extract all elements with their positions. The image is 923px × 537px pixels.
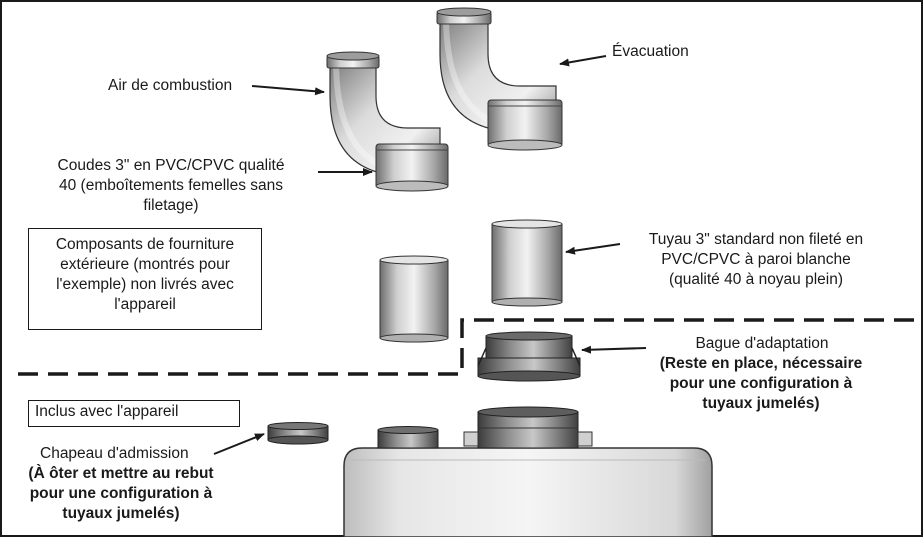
straight-pipe-left (379, 255, 449, 343)
intake-note-line-3: tuyaux jumelés) (62, 505, 180, 522)
label-adapter-ring: Bague d'adaptation (695, 335, 829, 352)
label-elbows: Coudes 3" en PVC/CPVC qualité 40 (emboît… (30, 156, 312, 216)
arrow-intake-cap (213, 433, 265, 455)
straight-pipe-right (491, 219, 563, 307)
intake-note-line-2: pour une configuration à (29, 485, 213, 502)
adapter-note-line-1: (Reste en place, nécessaire (659, 355, 863, 372)
arrow-pipe (565, 243, 621, 255)
label-elbows-line-3: filetage) (143, 197, 199, 214)
label-intake-cap: Chapeau d'admission (40, 445, 189, 462)
included-box: Inclus avec l'appareil (28, 400, 240, 427)
field-supplied-line-2: extérieure (montrés pour (60, 256, 230, 273)
arrow-combustion-air (251, 85, 325, 96)
exhaust-elbow (436, 7, 563, 151)
water-heater-unit (343, 406, 713, 537)
label-pipe-line-3: (qualité 40 à noyau plein) (668, 271, 844, 288)
label-combustion-air: Air de combustion (108, 77, 233, 94)
intake-cap (267, 422, 329, 445)
field-supplied-box: Composants de fourniture extérieure (mon… (28, 228, 262, 330)
label-pipe-line-2: PVC/CPVC à paroi blanche (661, 251, 851, 268)
label-exhaust: Évacuation (612, 43, 689, 60)
label-adapter-note: (Reste en place, nécessaire pour une con… (632, 354, 890, 414)
field-supplied-line-4: l'appareil (114, 296, 176, 313)
arrow-adapter-ring (581, 345, 647, 354)
label-pipe-line-1: Tuyau 3" standard non fileté en (648, 231, 864, 248)
label-elbows-line-1: Coudes 3" en PVC/CPVC qualité (57, 157, 285, 174)
adapter-ring (477, 331, 581, 382)
label-elbows-line-2: 40 (emboîtements femelles sans (59, 177, 283, 194)
boundary-dashed-line (18, 318, 916, 376)
arrow-exhaust (559, 55, 607, 67)
intake-note-line-1: (À ôter et mettre au rebut (28, 465, 214, 482)
field-supplied-line-3: l'exemple) non livrés avec (56, 276, 234, 293)
adapter-note-line-3: tuyaux jumelés) (702, 395, 820, 412)
adapter-note-line-2: pour une configuration à (669, 375, 853, 392)
label-intake-note: (À ôter et mettre au rebut pour une conf… (8, 464, 234, 524)
field-supplied-line-1: Composants de fourniture (55, 236, 235, 253)
label-included: Inclus avec l'appareil (35, 403, 179, 420)
combustion-air-elbow (326, 51, 449, 192)
label-pipe: Tuyau 3" standard non fileté en PVC/CPVC… (626, 230, 886, 290)
